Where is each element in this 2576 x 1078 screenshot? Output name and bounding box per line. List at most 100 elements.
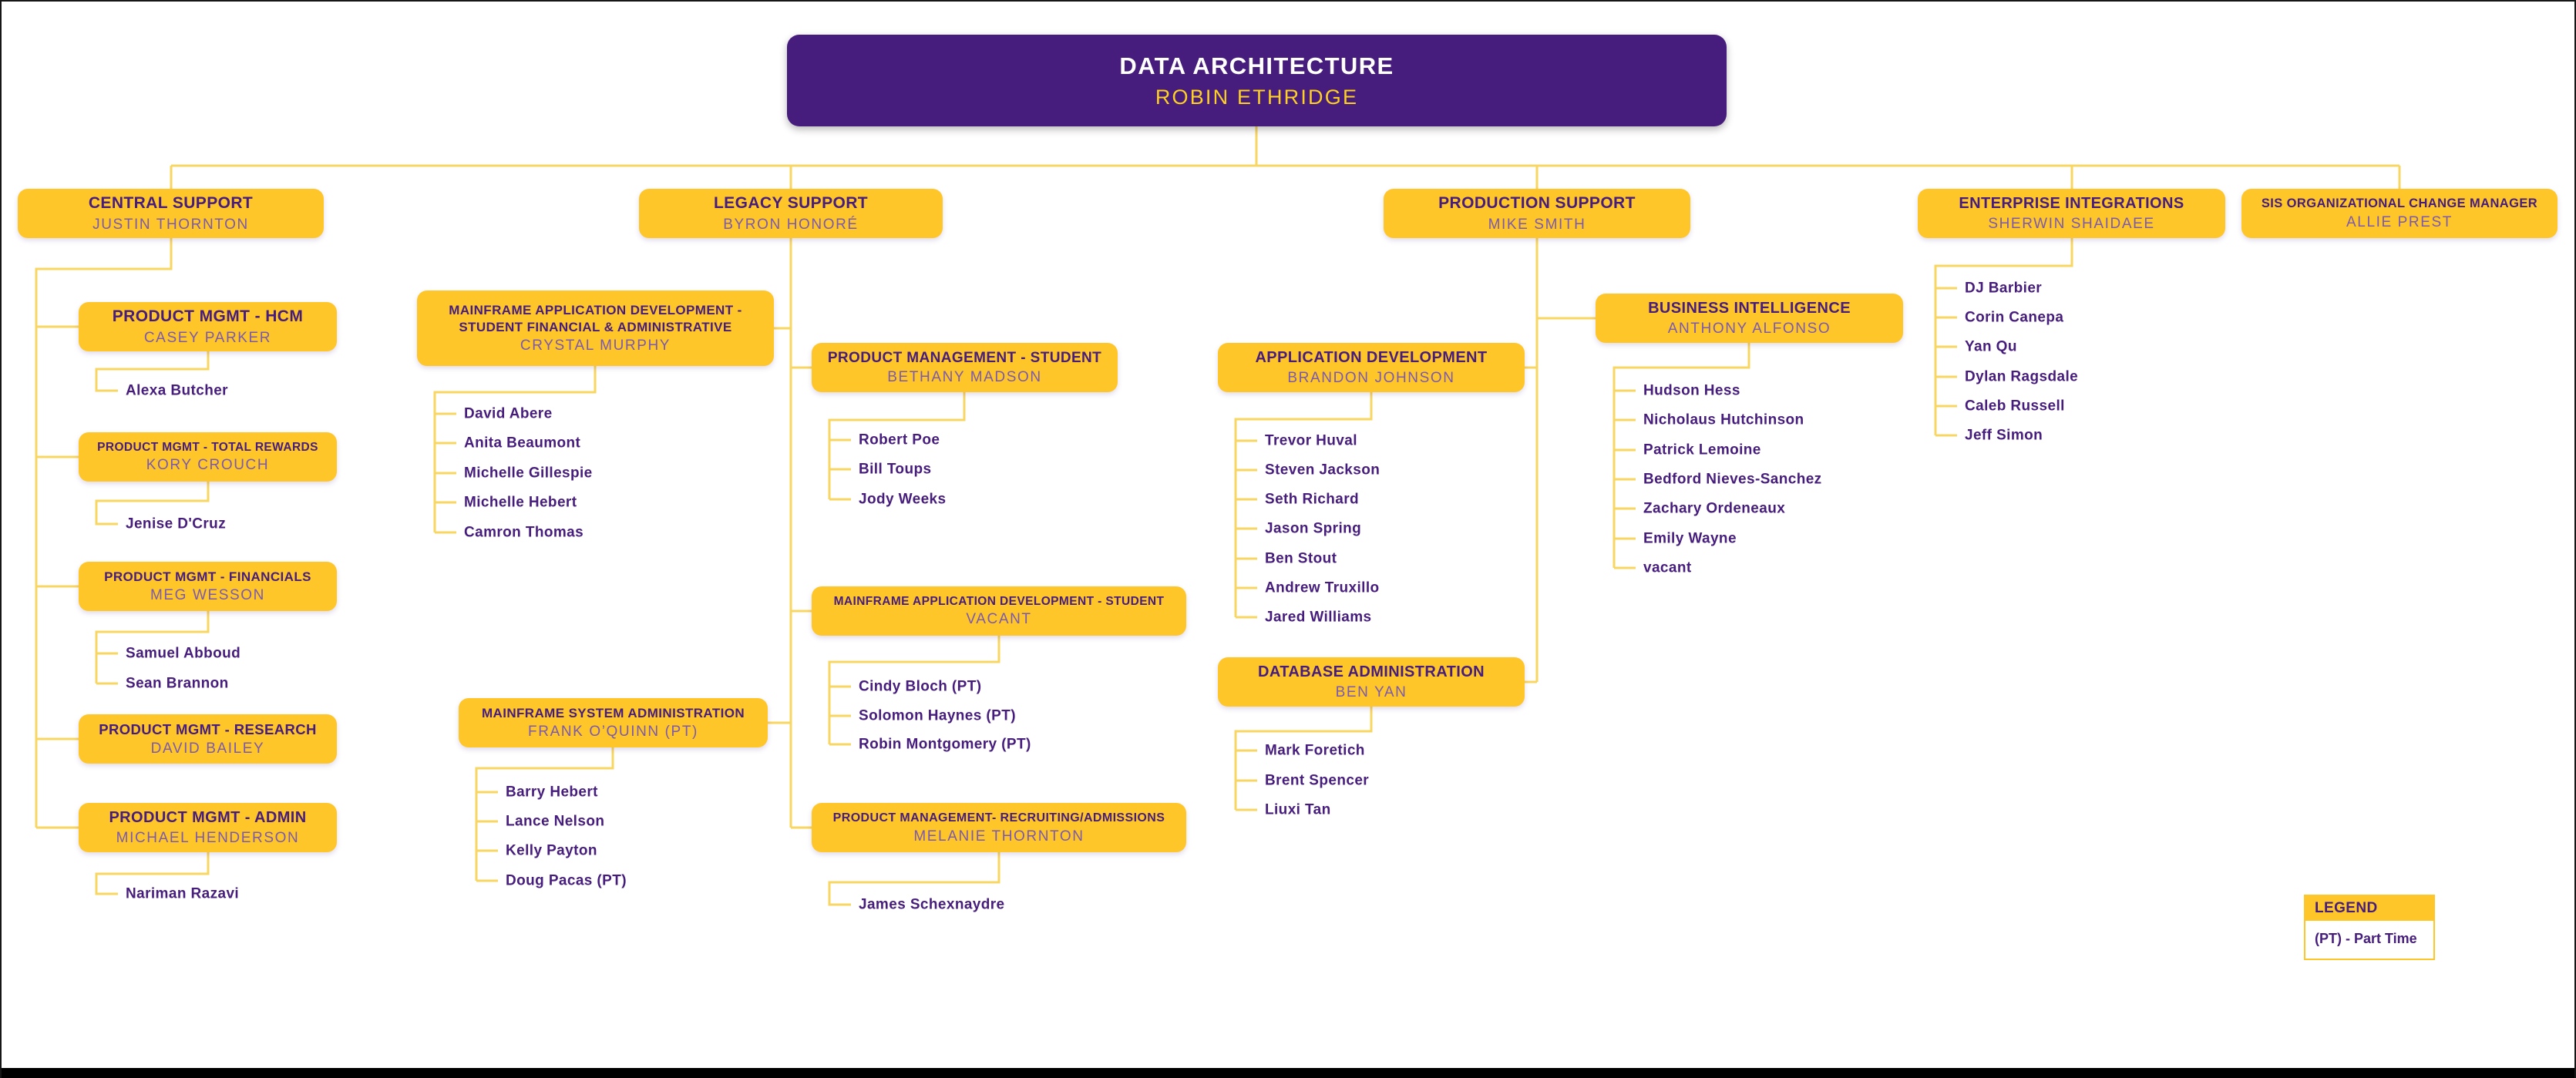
org-box-person: MICHAEL HENDERSON (116, 830, 300, 846)
staff-member-name: Dylan Ragsdale (1965, 368, 2079, 385)
org-box-person: CRYSTAL MURPHY (520, 337, 671, 354)
legend-header: LEGEND (2305, 896, 2433, 921)
org-box-title: CENTRAL SUPPORT (88, 194, 254, 213)
staff-member-name: Camron Thomas (464, 524, 584, 541)
staff-member-name: Barry Hebert (506, 784, 598, 801)
org-box-product-management-student: PRODUCT MANAGEMENT - STUDENT BETHANY MADS… (812, 343, 1118, 392)
org-box-product-mgmt-research: PRODUCT MGMT - RESEARCH DAVID BAILEY (79, 714, 337, 764)
org-box-product-mgmt-hcm: PRODUCT MGMT - HCM CASEY PARKER (79, 302, 337, 351)
staff-member-name: David Abere (464, 405, 553, 422)
staff-member-name: Mark Foretich (1265, 742, 1365, 759)
staff-member-name: Samuel Abboud (126, 645, 241, 662)
staff-member-name: Caleb Russell (1965, 398, 2065, 415)
legend: LEGEND (PT) - Part Time (2304, 895, 2435, 960)
org-box-legacy-support: LEGACY SUPPORT BYRON HONORÉ (639, 189, 943, 238)
org-box-person: DAVID BAILEY (150, 740, 265, 757)
org-box-title: PRODUCT MANAGEMENT- RECRUITING/ADMISSION… (832, 811, 1165, 824)
staff-member-name: DJ Barbier (1965, 280, 2043, 297)
org-box-person: BETHANY MADSON (887, 369, 1042, 386)
org-box-production-support: PRODUCTION SUPPORT MIKE SMITH (1384, 189, 1690, 238)
root-box-data-architecture: DATA ARCHITECTURE ROBIN ETHRIDGE (787, 35, 1727, 126)
org-box-application-development: APPLICATION DEVELOPMENT BRANDON JOHNSON (1218, 343, 1525, 392)
staff-member-name: Corin Canepa (1965, 309, 2064, 326)
staff-member-name: Brent Spencer (1265, 772, 1370, 789)
staff-member-name: Liuxi Tan (1265, 801, 1331, 818)
staff-member-name: Yan Qu (1965, 338, 2017, 355)
staff-member-name: Nicholaus Hutchinson (1643, 411, 1804, 428)
staff-member-name: Ben Stout (1265, 550, 1337, 567)
staff-member-name: Emily Wayne (1643, 530, 1737, 547)
staff-member-name: Nariman Razavi (126, 885, 240, 902)
org-box-person: VACANT (966, 611, 1032, 628)
staff-member-name: Zachary Ordeneaux (1643, 500, 1786, 517)
staff-member-name: Cindy Bloch (PT) (859, 678, 982, 695)
org-box-enterprise-integrations: ENTERPRISE INTEGRATIONS SHERWIN SHAIDAEE (1918, 189, 2225, 238)
staff-member-name: Anita Beaumont (464, 435, 581, 452)
org-box-title: PRODUCTION SUPPORT (1438, 194, 1636, 213)
root-box-title: DATA ARCHITECTURE (1119, 52, 1394, 79)
org-box-mainframe-app-dev-student-financial-administrative: MAINFRAME APPLICATION DEVELOPMENT - STUD… (417, 290, 774, 366)
org-box-title: PRODUCT MANAGEMENT - STUDENT (827, 349, 1102, 366)
staff-member-name: Steven Jackson (1265, 462, 1380, 479)
org-box-person: JUSTIN THORNTON (92, 216, 249, 233)
org-box-central-support: CENTRAL SUPPORT JUSTIN THORNTON (18, 189, 324, 238)
staff-member-name: Alexa Butcher (126, 382, 228, 399)
org-box-person: MELANIE THORNTON (913, 828, 1085, 845)
org-box-title: PRODUCT MGMT - RESEARCH (99, 720, 317, 737)
staff-member-name: Sean Brannon (126, 675, 229, 692)
staff-member-name: Jared Williams (1265, 609, 1372, 626)
org-box-title: MAINFRAME SYSTEM ADMINISTRATION (481, 705, 745, 720)
org-box-mainframe-system-administration: MAINFRAME SYSTEM ADMINISTRATION FRANK O’Q… (459, 698, 768, 747)
staff-member-name: Trevor Huval (1265, 432, 1357, 449)
org-box-sis-organizational-change-manager: SIS ORGANIZATIONAL CHANGE MANAGER ALLIE P… (2241, 189, 2558, 238)
staff-member-name: Bedford Nieves-Sanchez (1643, 471, 1822, 488)
org-box-title: BUSINESS INTELLIGENCE (1648, 300, 1851, 317)
staff-member-name: Patrick Lemoine (1643, 442, 1761, 458)
staff-member-name: Michelle Gillespie (464, 465, 593, 482)
staff-member-name: Jeff Simon (1965, 427, 2043, 444)
root-box-person: ROBIN ETHRIDGE (1155, 85, 1359, 109)
staff-member-name: Seth Richard (1265, 491, 1359, 508)
org-box-person: FRANK O’QUINN (PT) (528, 724, 698, 740)
staff-member-name: Solomon Haynes (PT) (859, 707, 1016, 724)
staff-member-name: Bill Toups (859, 461, 932, 478)
staff-member-name: Lance Nelson (506, 813, 605, 830)
org-box-person: ALLIE PREST (2346, 213, 2453, 230)
staff-member-name: vacant (1643, 559, 1692, 576)
org-box-person: MIKE SMITH (1488, 216, 1586, 233)
org-box-title: DATABASE ADMINISTRATION (1258, 663, 1485, 680)
staff-member-name: Kelly Payton (506, 842, 597, 859)
staff-member-name: Michelle Hebert (464, 494, 577, 511)
org-box-person: MEG WESSON (150, 587, 265, 604)
org-box-database-administration: DATABASE ADMINISTRATION BEN YAN (1218, 657, 1525, 707)
org-box-person: SHERWIN SHAIDAEE (1988, 216, 2155, 232)
window-bottom-edge (2, 1068, 2574, 1078)
org-box-product-mgmt-financials: PRODUCT MGMT - FINANCIALS MEG WESSON (79, 562, 337, 611)
staff-member-name: Jody Weeks (859, 491, 947, 508)
staff-member-name: Jenise D'Cruz (126, 515, 227, 532)
org-box-title: ENTERPRISE INTEGRATIONS (1959, 195, 2184, 212)
staff-member-name: Hudson Hess (1643, 382, 1740, 399)
org-box-person: KORY CROUCH (146, 457, 270, 474)
org-box-title: SIS ORGANIZATIONAL CHANGE MANAGER (2261, 196, 2538, 211)
staff-member-name: Doug Pacas (PT) (506, 872, 627, 889)
org-box-title: APPLICATION DEVELOPMENT (1255, 349, 1488, 366)
org-box-product-management-recruiting-admissions: PRODUCT MANAGEMENT- RECRUITING/ADMISSION… (812, 803, 1186, 852)
staff-member-name: James Schexnaydre (859, 896, 1005, 913)
org-box-title: PRODUCT MGMT - FINANCIALS (104, 569, 311, 584)
org-box-person: CASEY PARKER (143, 329, 272, 346)
staff-member-name: Robin Montgomery (PT) (859, 736, 1031, 753)
staff-member-name: Jason Spring (1265, 520, 1362, 537)
org-box-title: MAINFRAME APPLICATION DEVELOPMENT - STUD… (833, 594, 1165, 608)
org-box-title: LEGACY SUPPORT (713, 194, 869, 213)
staff-member-name: Robert Poe (859, 432, 940, 448)
org-box-mainframe-app-dev-student: MAINFRAME APPLICATION DEVELOPMENT - STUD… (812, 586, 1186, 636)
legend-entry-part-time: (PT) - Part Time (2315, 931, 2417, 946)
org-box-title: PRODUCT MGMT - HCM (112, 307, 304, 326)
org-box-person: BRANDON JOHNSON (1287, 370, 1455, 386)
org-box-person: BYRON HONORÉ (723, 216, 859, 233)
org-box-person: BEN YAN (1335, 684, 1407, 700)
